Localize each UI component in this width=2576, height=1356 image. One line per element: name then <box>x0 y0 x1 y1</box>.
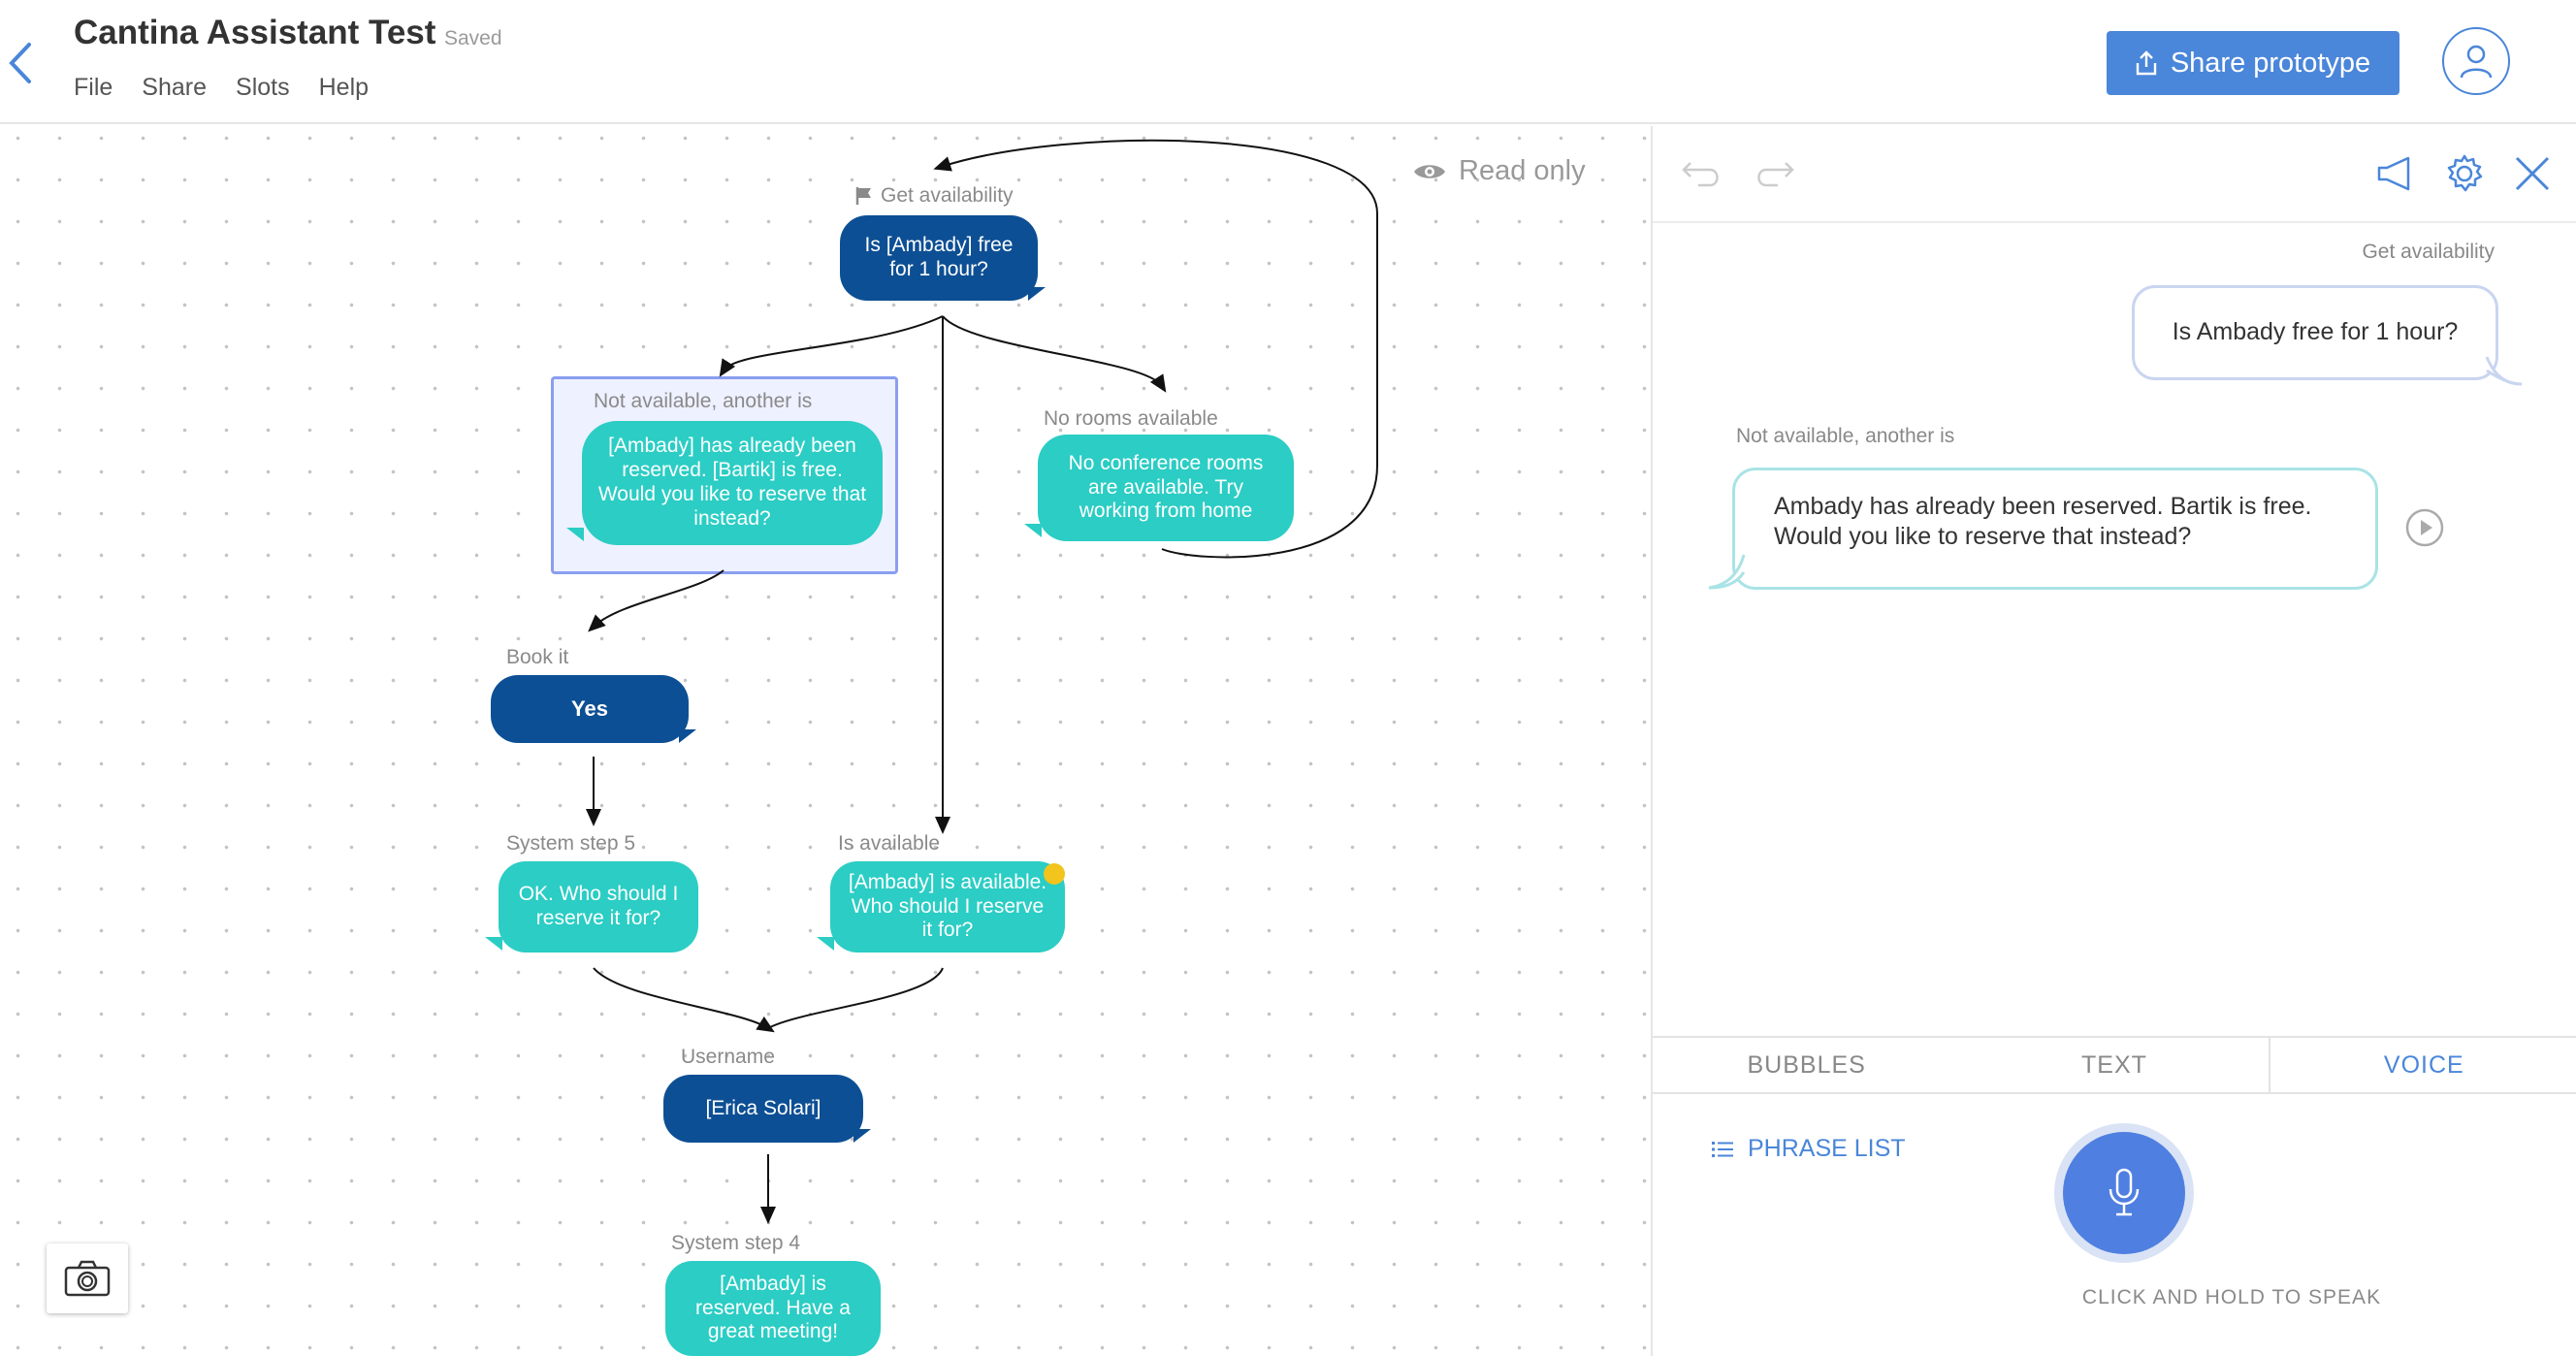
settings-button[interactable] <box>2440 149 2489 198</box>
node-book-it[interactable]: Yes <box>491 675 689 743</box>
speak-hint: CLICK AND HOLD TO SPEAK <box>2081 1286 2382 1308</box>
bubble-tail <box>485 937 502 951</box>
menu-bar: File Share Slots Help <box>74 74 369 102</box>
mic-ring <box>2054 1123 2194 1263</box>
profile-button[interactable] <box>2442 27 2510 95</box>
close-button[interactable] <box>2508 149 2557 198</box>
chat-user-bubble: Is Ambady free for 1 hour? <box>2132 285 2498 380</box>
node-no-rooms[interactable]: No conference rooms are available. Try w… <box>1038 435 1294 541</box>
chevron-left-icon <box>9 43 31 83</box>
status-dot <box>1044 863 1065 885</box>
chat-label-not-available: Not available, another is <box>1736 425 1955 447</box>
upload-icon <box>2136 50 2157 76</box>
phrase-list-button[interactable]: PHRASE LIST <box>1711 1135 1906 1163</box>
phrase-list-label: PHRASE LIST <box>1748 1135 1906 1162</box>
save-status: Saved <box>444 27 502 49</box>
node-label-not-available: Not available, another is <box>594 390 813 412</box>
bubble-tail <box>1024 524 1042 537</box>
redo-icon <box>1757 162 1794 187</box>
chat-label-get-availability: Get availability <box>2362 241 2495 263</box>
node-is-available[interactable]: [Ambady] is available. Who should I rese… <box>830 861 1065 952</box>
tab-text[interactable]: TEXT <box>2081 1050 2147 1079</box>
microphone-icon <box>2109 1168 2140 1216</box>
redo-button[interactable] <box>1750 149 1798 198</box>
list-icon <box>1712 1141 1733 1157</box>
preview-toolbar <box>1653 126 2576 223</box>
bubble-tail <box>679 729 696 743</box>
project-title: Cantina Assistant Test <box>74 14 436 51</box>
menu-share[interactable]: Share <box>142 74 208 101</box>
node-label-system-step-4: System step 4 <box>671 1232 801 1254</box>
tab-voice[interactable]: VOICE <box>2268 1038 2576 1092</box>
back-button[interactable] <box>6 39 35 87</box>
bubble-tail <box>566 528 584 541</box>
undo-icon <box>1682 162 1719 187</box>
chat-system-bubble: Ambady has already been reserved. Bartik… <box>1732 468 2378 590</box>
node-label-no-rooms: No rooms available <box>1044 407 1218 430</box>
bubble-tail <box>853 1129 871 1143</box>
microphone-button[interactable] <box>2063 1132 2185 1254</box>
node-system-step-4[interactable]: [Ambady] is reserved. Have a great meeti… <box>665 1261 881 1356</box>
screenshot-button[interactable] <box>47 1243 128 1313</box>
node-label-is-available: Is available <box>838 832 941 855</box>
node-label-get-availability: Get availability <box>855 184 1014 208</box>
close-icon <box>2515 156 2550 191</box>
node-username[interactable]: [Erica Solari] <box>663 1075 863 1143</box>
bubble-tail <box>817 937 834 951</box>
chat-system-bubble-tail <box>1708 554 1746 590</box>
menu-help[interactable]: Help <box>318 74 370 101</box>
node-system-step-5[interactable]: OK. Who should I reserve it for? <box>499 861 698 952</box>
flow-canvas[interactable]: Read only Get availability Is [Ambady] f… <box>0 126 1651 1356</box>
eye-icon <box>1414 164 1445 178</box>
share-prototype-label: Share prototype <box>2170 47 2371 79</box>
node-label-book-it: Book it <box>506 646 569 668</box>
play-icon <box>2405 508 2444 547</box>
camera-icon <box>64 1260 111 1297</box>
read-only-label: Read only <box>1459 155 1586 186</box>
flag-icon <box>855 187 871 205</box>
gear-icon <box>2447 154 2483 192</box>
read-only-indicator: Read only <box>1412 155 1586 187</box>
audio-toggle-button[interactable] <box>2370 149 2419 198</box>
share-prototype-button[interactable]: Share prototype <box>2107 31 2399 95</box>
top-bar: Cantina Assistant Test Saved File Share … <box>0 0 2576 124</box>
input-mode-tabs: BUBBLES TEXT VOICE <box>1653 1036 2576 1094</box>
flow-connectors <box>586 139 1378 1224</box>
node-label-system-step-5: System step 5 <box>506 832 636 855</box>
play-button[interactable] <box>2405 508 2444 547</box>
node-not-available[interactable]: [Ambady] has already been reserved. [Bar… <box>582 421 883 545</box>
menu-slots[interactable]: Slots <box>236 74 290 101</box>
speaker-icon <box>2377 156 2410 191</box>
bubble-tail <box>1028 287 1046 301</box>
menu-file[interactable]: File <box>74 74 113 101</box>
node-label-username: Username <box>681 1046 775 1068</box>
user-icon <box>2460 45 2493 79</box>
chat-user-bubble-tail <box>2485 356 2523 386</box>
node-get-availability[interactable]: Is [Ambady] free for 1 hour? <box>840 215 1038 301</box>
undo-button[interactable] <box>1678 149 1726 198</box>
preview-panel: Get availability Is Ambady free for 1 ho… <box>1651 126 2576 1356</box>
tab-bubbles[interactable]: BUBBLES <box>1747 1050 1866 1079</box>
